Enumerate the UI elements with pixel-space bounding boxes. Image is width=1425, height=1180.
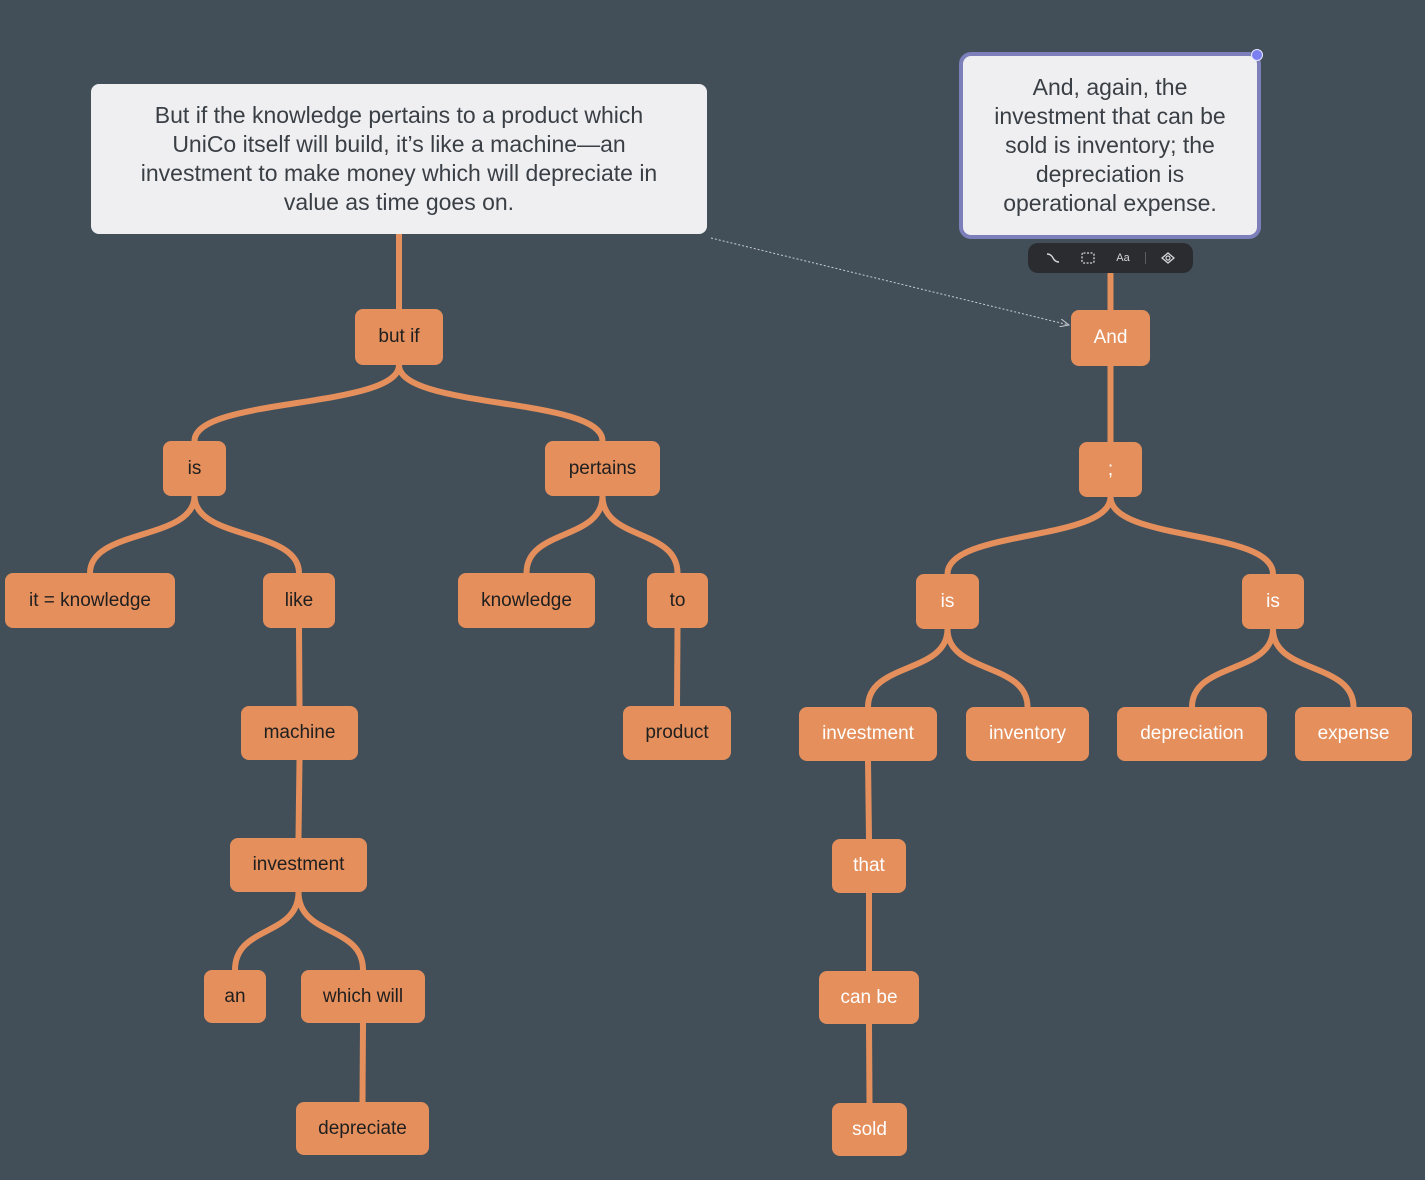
node-label: is bbox=[187, 457, 202, 479]
node-and[interactable]: And bbox=[1071, 310, 1150, 366]
tree-link bbox=[87, 493, 198, 576]
node-product[interactable]: product bbox=[623, 706, 731, 760]
node-can-be[interactable]: can be bbox=[819, 971, 919, 1024]
node-is-1[interactable]: is bbox=[916, 574, 979, 629]
node-label: is bbox=[940, 590, 955, 612]
node-depreciation[interactable]: depreciation bbox=[1117, 707, 1267, 761]
node-label: pertains bbox=[568, 457, 637, 479]
node-inventory[interactable]: inventory bbox=[966, 707, 1089, 761]
resize-handle[interactable] bbox=[1251, 49, 1263, 61]
tree-link bbox=[1270, 626, 1357, 710]
tree-link bbox=[944, 626, 1031, 710]
node-like[interactable]: like bbox=[263, 573, 335, 628]
text-style-button[interactable]: Aa bbox=[1110, 247, 1136, 269]
node-label: like bbox=[284, 589, 314, 611]
node-semicolon[interactable]: ; bbox=[1079, 442, 1142, 497]
node-label: machine bbox=[263, 722, 336, 743]
node-label: that bbox=[853, 855, 885, 876]
node-expense[interactable]: expense bbox=[1295, 707, 1412, 761]
tree-link bbox=[523, 493, 606, 576]
node-investment[interactable]: investment bbox=[799, 707, 937, 761]
node-label: expense bbox=[1317, 723, 1390, 744]
node-label: it = knowledge bbox=[29, 589, 151, 611]
tree-link bbox=[944, 494, 1114, 577]
node-label: which will bbox=[322, 985, 404, 1007]
tree-link bbox=[232, 889, 302, 973]
tree-link bbox=[599, 493, 681, 576]
tree-link bbox=[1189, 626, 1276, 710]
tree-link bbox=[865, 758, 872, 842]
node-label: depreciation bbox=[1140, 723, 1244, 744]
node-depreciate[interactable]: depreciate bbox=[296, 1102, 429, 1155]
connector-icon[interactable] bbox=[1040, 247, 1066, 269]
node-investment[interactable]: investment bbox=[230, 838, 367, 892]
tree-link bbox=[191, 493, 302, 576]
callout-right-text: And, again, the investment that can be s… bbox=[994, 74, 1226, 216]
tree-link bbox=[295, 757, 303, 841]
tree-link bbox=[296, 625, 303, 709]
node-is-2[interactable]: is bbox=[1242, 574, 1304, 629]
node-which-will[interactable]: which will bbox=[301, 970, 425, 1023]
node-label: knowledge bbox=[481, 589, 572, 611]
eye-off-icon[interactable] bbox=[1155, 247, 1181, 269]
node-label: investment bbox=[822, 723, 914, 744]
tree-link bbox=[1107, 494, 1276, 577]
toolbar-divider bbox=[1144, 252, 1146, 264]
node-an[interactable]: an bbox=[204, 970, 266, 1023]
node-label: to bbox=[669, 589, 686, 611]
tree-link bbox=[359, 1020, 366, 1105]
node-label: product bbox=[645, 722, 709, 743]
node-label: investment bbox=[252, 854, 345, 875]
tree-link bbox=[396, 362, 606, 444]
node-label: And bbox=[1093, 327, 1128, 348]
node-label: can be bbox=[840, 986, 898, 1008]
dotted-arrow-link bbox=[710, 237, 1069, 325]
callout-note-right-selected[interactable]: And, again, the investment that can be s… bbox=[959, 52, 1261, 239]
node-machine[interactable]: machine bbox=[241, 706, 358, 760]
callout-note-left[interactable]: But if the knowledge pertains to a produ… bbox=[91, 84, 707, 234]
frame-icon[interactable] bbox=[1075, 247, 1101, 269]
node-to[interactable]: to bbox=[647, 573, 708, 628]
node-toolbar: Aa bbox=[1028, 243, 1193, 273]
callout-left-text: But if the knowledge pertains to a produ… bbox=[140, 102, 658, 215]
tree-link bbox=[674, 625, 681, 709]
node-label: depreciate bbox=[318, 1117, 407, 1139]
node-label: inventory bbox=[988, 723, 1067, 744]
node-that[interactable]: that bbox=[832, 839, 906, 893]
text-style-label: Aa bbox=[1116, 252, 1130, 264]
tree-link bbox=[865, 626, 951, 710]
node-pertains[interactable]: pertains bbox=[545, 441, 660, 496]
node-is[interactable]: is bbox=[163, 441, 226, 496]
node-sold[interactable]: sold bbox=[832, 1103, 907, 1156]
node-label: an bbox=[224, 985, 246, 1007]
tree-link bbox=[191, 362, 402, 444]
node-it-equals-knowledge[interactable]: it = knowledge bbox=[5, 573, 175, 628]
node-but-if[interactable]: but if bbox=[355, 309, 443, 365]
node-label: sold bbox=[852, 1118, 887, 1140]
tree-link bbox=[866, 1021, 873, 1106]
node-knowledge[interactable]: knowledge bbox=[458, 573, 595, 628]
node-label: but if bbox=[378, 326, 420, 347]
node-label: ; bbox=[1107, 458, 1114, 480]
tree-link bbox=[295, 889, 366, 973]
node-label: is bbox=[1266, 590, 1280, 612]
